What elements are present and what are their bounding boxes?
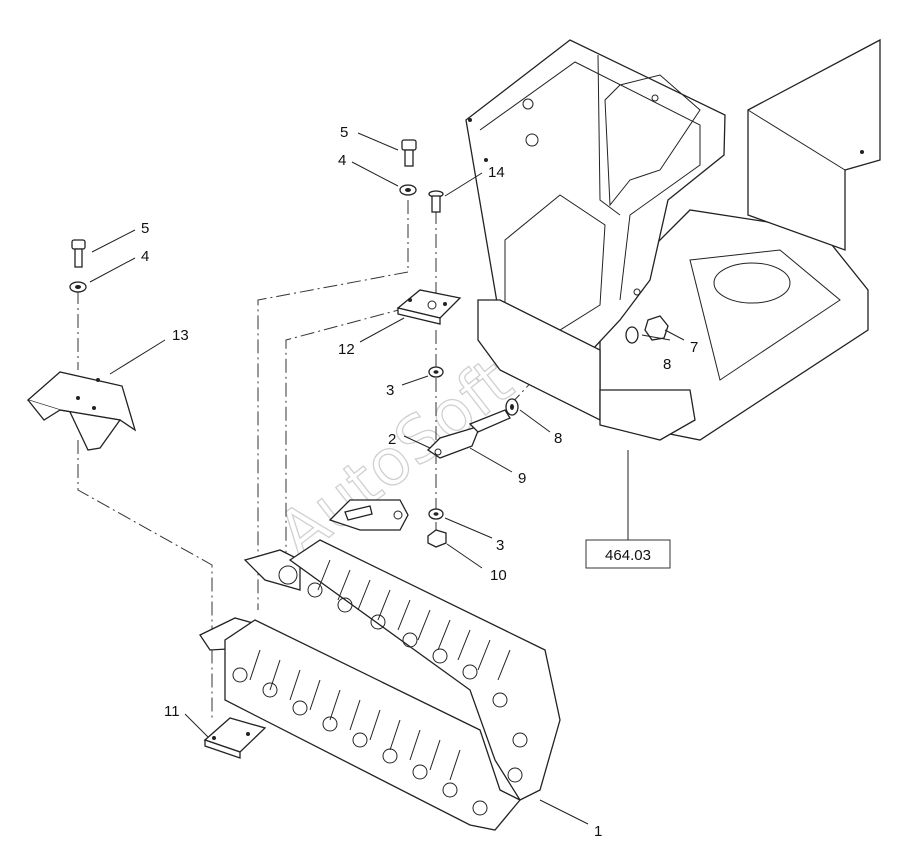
bolt-5-left xyxy=(71,239,86,268)
nut-3-lower xyxy=(428,508,444,520)
watermark-text: AutoSoft xyxy=(264,345,526,573)
callout-9: 9 xyxy=(518,470,526,487)
callout-8-lower: 8 xyxy=(554,430,562,447)
callout-5-upper: 5 xyxy=(340,124,348,141)
callout-11: 11 xyxy=(164,703,180,720)
cable-drag-chain xyxy=(199,539,561,831)
plate-11 xyxy=(203,717,267,759)
nut-10 xyxy=(427,529,447,548)
callout-4-upper: 4 xyxy=(338,152,346,169)
nut-3-upper xyxy=(428,366,444,378)
callout-7: 7 xyxy=(690,339,698,356)
nut-7 xyxy=(644,315,669,341)
callout-12: 12 xyxy=(338,341,355,358)
mount-bracket-2 xyxy=(328,499,409,531)
callout-14: 14 xyxy=(488,164,505,181)
washer-4-left xyxy=(69,281,87,293)
machine-frame xyxy=(465,38,881,441)
screw-14 xyxy=(428,190,444,213)
callout-3-upper: 3 xyxy=(386,382,394,399)
washer-8-upper xyxy=(625,326,639,344)
bolt-5-upper xyxy=(401,139,417,167)
callout-10: 10 xyxy=(490,567,507,584)
leader-lines xyxy=(89,132,685,825)
reference-box: 464.03 xyxy=(585,539,671,569)
callout-2: 2 xyxy=(388,431,396,448)
callout-3-lower: 3 xyxy=(496,537,504,554)
washer-8-lower xyxy=(505,398,519,416)
callout-labels: 5 4 14 5 4 13 12 3 2 8 7 8 9 3 10 11 1 xyxy=(141,124,698,840)
reference-box-label: 464.03 xyxy=(605,547,651,564)
plate-12 xyxy=(396,289,462,325)
callout-1: 1 xyxy=(594,823,602,840)
callout-8-upper: 8 xyxy=(663,356,671,373)
callout-13: 13 xyxy=(172,327,189,344)
callout-5-left: 5 xyxy=(141,220,149,237)
pin-9 xyxy=(426,409,511,459)
bracket-13 xyxy=(26,371,137,451)
washer-4-upper xyxy=(399,184,417,196)
callout-4-left: 4 xyxy=(141,248,149,265)
